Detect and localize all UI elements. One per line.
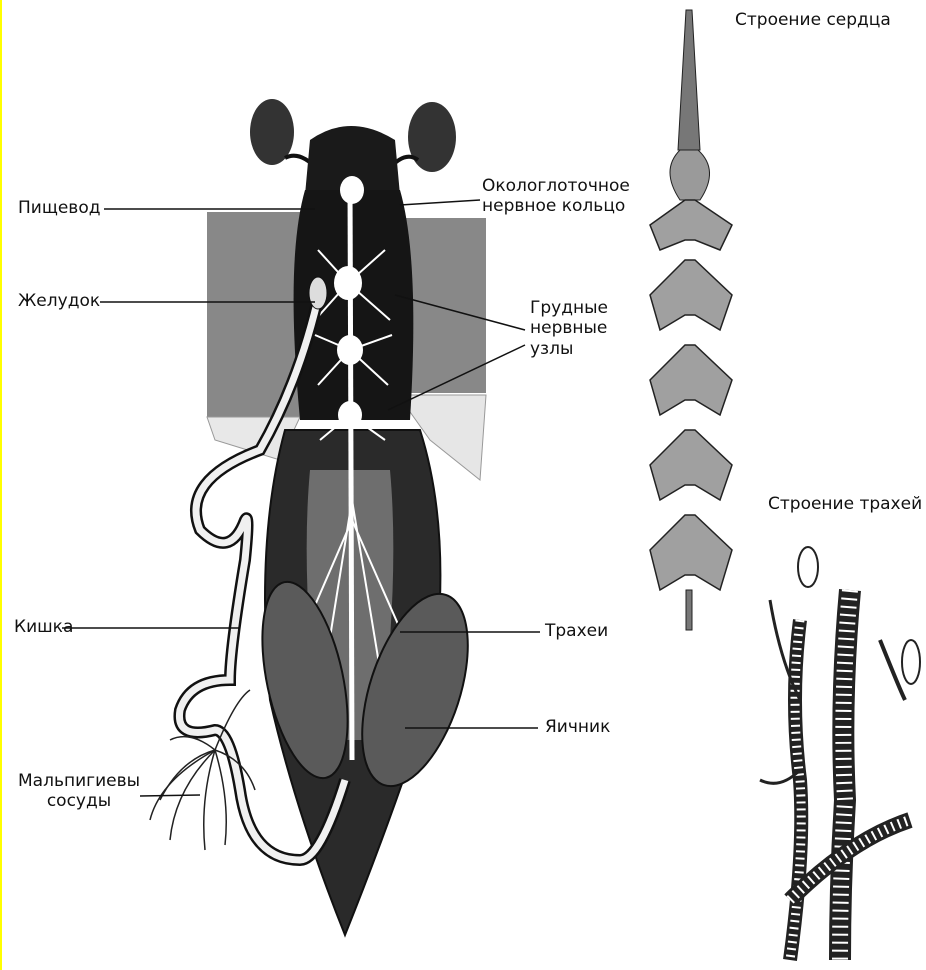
label-malpighian-tubules: Мальпигиевы сосуды (18, 771, 140, 812)
stomach (309, 277, 327, 309)
label-intestine: Кишка (14, 617, 73, 637)
heart-title: Строение сердца (735, 10, 891, 30)
right-antenna (408, 102, 456, 172)
trachea-structure (760, 590, 910, 960)
trachea-end-right (902, 640, 920, 684)
head-ganglion (340, 176, 364, 204)
heart-chambers (650, 200, 732, 590)
label-thoracic-ganglia: Грудные нервные узлы (530, 298, 608, 359)
heart-structure (650, 10, 732, 630)
heart-aorta (678, 10, 700, 150)
label-stomach: Желудок (18, 291, 100, 311)
label-tracheae: Трахеи (545, 621, 608, 641)
label-nerve-ring: Окологлоточное нервное кольцо (482, 176, 630, 217)
trachea-title: Строение трахей (768, 494, 922, 514)
label-ovary: Яичник (545, 717, 610, 737)
label-esophagus: Пищевод (18, 198, 100, 218)
trachea-end-top (798, 547, 818, 587)
